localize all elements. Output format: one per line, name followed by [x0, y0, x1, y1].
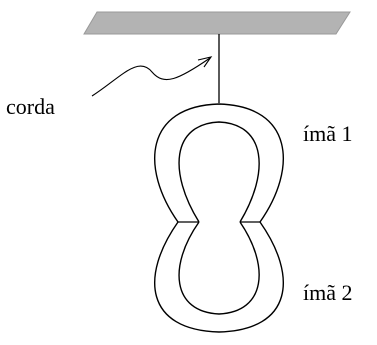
magnet-1-outer [154, 103, 284, 223]
magnet-2-inner [178, 221, 260, 315]
magnet-2 [154, 221, 284, 333]
magnet-1-label: ímã 1 [303, 121, 353, 146]
rope-label: corda [6, 94, 55, 119]
ceiling-support [83, 11, 351, 35]
rope-pointer-arrowhead [197, 56, 213, 68]
magnet-1-inner [178, 121, 260, 223]
magnet-2-label: ímã 2 [303, 280, 353, 305]
rope-pointer-arrow [91, 57, 211, 97]
magnet-1 [154, 103, 284, 223]
magnet-2-outer [154, 221, 284, 333]
